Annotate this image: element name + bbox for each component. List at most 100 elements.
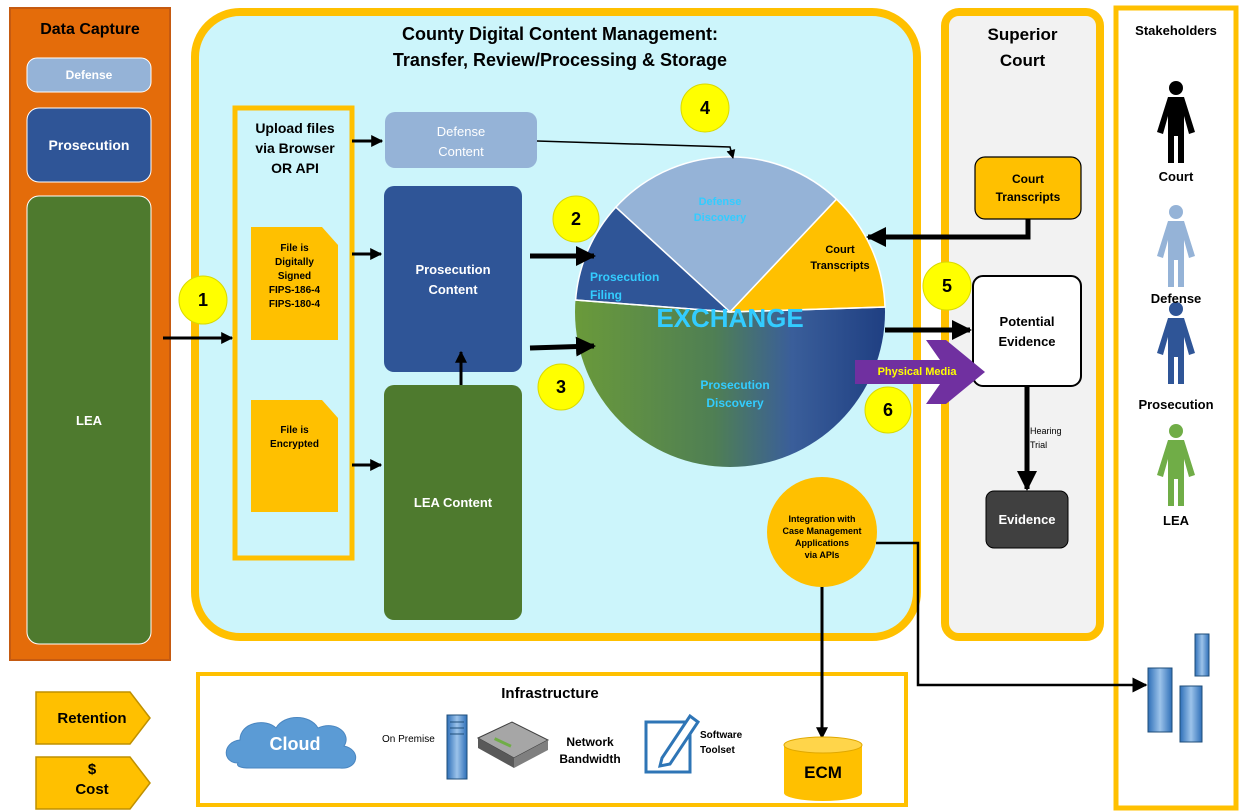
arrow-court-transcripts [866,219,1031,247]
person-prosecution-icon [1157,302,1195,384]
court-transcripts-pie-line1: Court [825,244,855,256]
potential-evidence-label: Potential Evidence [973,312,1081,352]
lea-content-box [384,385,522,620]
prosecution-content-line2: Content [428,282,478,297]
network-router-icon [476,721,550,768]
stakeholder-court-label: Court [1158,168,1194,184]
stakeholders-title: Stakeholders [1135,22,1217,38]
prosecution-filing-line2: Filing [590,288,622,302]
step-5-label: 5 [941,275,952,296]
stakeholders-panel [1113,5,1239,811]
software-line1: Software [700,730,743,741]
person-court-icon [1157,81,1195,163]
step-5-circle [922,261,972,311]
step-3-circle [537,363,585,411]
exchange-center-label: EXCHANGE [656,302,804,333]
pie-court-transcripts [728,198,886,313]
integration-circle [767,477,877,587]
encrypted-file-shape [251,400,338,512]
encrypted-line: File is [280,425,309,436]
prosecution-filing-label: Prosecution Filing [582,268,682,304]
capture-prosecution-label: Prosecution [48,137,130,153]
prosecution-content-line1: Prosecution [415,262,491,277]
county-title-line1: County Digital Content Management: [402,23,718,44]
court-transcripts-pie-label: Court Transcripts [800,242,880,274]
capture-prosecution-box [26,107,152,183]
integration-line: via APIs [804,550,840,560]
cost-label: $ Cost [36,760,148,800]
prosecution-discovery-line2: Discovery [706,396,764,410]
defense-discovery-line2: Discovery [693,212,747,224]
upload-line1: Upload files [255,120,335,136]
signed-line: File is [280,243,309,254]
signed-line: Signed [277,271,312,282]
superior-court-title: Superior Court [945,22,1100,74]
upload-column [232,105,355,561]
step-1-label: 1 [197,289,208,310]
step-2-label: 2 [570,208,581,229]
stakeholder-defense-label: Defense [1150,290,1202,306]
prosecution-discovery-line1: Prosecution [700,378,770,392]
integration-line: Integration with [788,514,856,524]
hearing-trial-label: Hearing Trial [1030,424,1070,452]
step-6-circle [864,386,912,434]
defense-content-line1: Defense [436,124,486,139]
evidence-label: Evidence [998,512,1056,527]
arrow-integration-to-servers [876,541,1148,693]
cost-symbol: $ [87,761,97,778]
capture-lea-box [26,195,152,645]
stakeholder-prosecution-label: Prosecution [1138,396,1214,412]
retention-shape [35,691,151,745]
defense-discovery-line1: Defense [698,196,742,208]
encrypted-file-label: File is Encrypted [251,424,338,452]
network-line1: Network [566,735,614,749]
trial-line: Trial [1030,440,1048,450]
signed-file-label: File is Digitally Signed FIPS-186-4 FIPS… [251,242,338,312]
hearing-line: Hearing [1030,426,1062,436]
physical-media-label: Physical Media [877,366,957,378]
defense-content-line2: Content [438,144,484,159]
arrow-defense-to-exchange [536,140,736,159]
person-defense-icon [1157,205,1195,287]
lea-content-label: LEA Content [413,494,493,510]
signed-line: FIPS-186-4 [268,285,321,296]
integration-line: Applications [794,538,849,548]
pie-boundary-line [575,299,886,313]
defense-content-label: Defense Content [385,122,537,162]
upload-label: Upload files via Browser OR API [240,118,350,178]
network-label: Network Bandwidth [545,734,635,768]
physical-media-arrow [855,340,985,404]
evidence-box [985,490,1069,549]
step-2-circle [552,195,600,243]
step-4-label: 4 [699,97,710,118]
cost-text: Cost [75,781,109,798]
cloud-label: Cloud [269,733,321,754]
superior-court-title-line2: Court [999,51,1046,70]
integration-label: Integration with Case Management Applica… [770,513,874,561]
retention-label: Retention [57,709,127,727]
on-premise-label: On Premise [382,734,435,745]
step-6-label: 6 [882,399,893,420]
defense-content-box [385,112,537,168]
signed-line: Digitally [275,257,314,268]
cost-shape [35,756,151,810]
prosecution-content-label: Prosecution Content [384,260,522,300]
upload-line3: OR API [271,160,319,176]
potential-evidence-line2: Evidence [998,334,1056,349]
person-lea-icon [1157,424,1195,506]
step-4-circle [680,83,730,133]
software-line2: Toolset [700,745,735,756]
encrypted-line: Encrypted [270,439,319,450]
integration-line: Case Management [782,526,862,536]
capture-defense-label: Defense [65,68,113,82]
step-3-label: 3 [555,376,566,397]
superior-court-title-line1: Superior [987,25,1058,44]
step-1-circle [178,275,228,325]
arrow-prosecution-discovery [529,336,596,357]
defense-discovery-label: Defense Discovery [675,194,765,226]
capture-lea-label: LEA [76,412,102,428]
stakeholder-lea-label: LEA [1163,512,1189,528]
on-premise-server-icon [446,714,468,780]
software-toolset-icon [644,713,701,774]
signed-file-shape [251,227,338,340]
